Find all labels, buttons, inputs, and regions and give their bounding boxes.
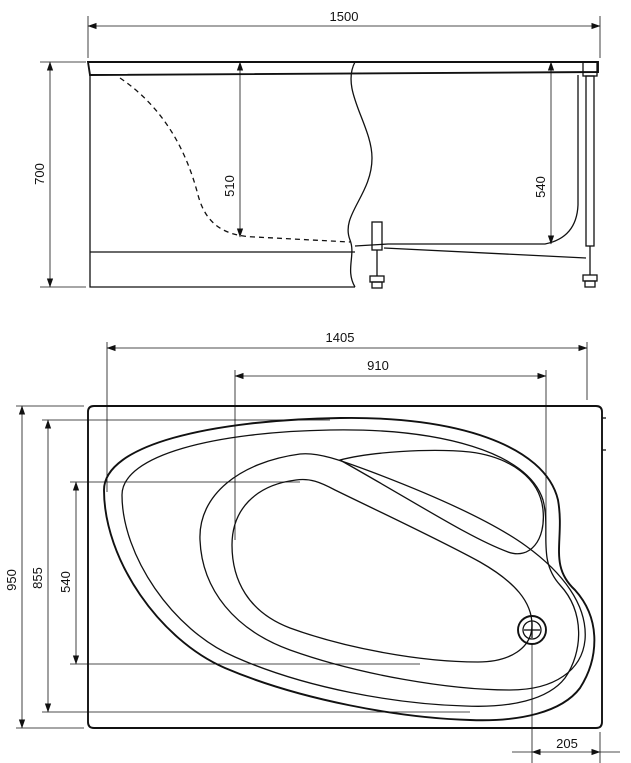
side-leg-frame-rail (383, 247, 587, 259)
side-panel-wave-edge (347, 61, 373, 288)
side-left-leg-foot (369, 275, 385, 283)
side-drain-pipe (371, 221, 383, 251)
dim-510-label: 510 (222, 175, 237, 197)
side-hidden-basin-contour (119, 77, 351, 243)
top-bowl-inner-line (231, 478, 533, 663)
top-view: 1405 910 950 855 540 205 (4, 330, 620, 763)
dim-910-label: 910 (367, 358, 389, 373)
side-view: 1500 700 510 540 (32, 9, 601, 289)
side-rim (86, 61, 599, 76)
dim-700-label: 700 (32, 163, 47, 185)
dim-540-side-label: 540 (533, 176, 548, 198)
dim-1405-label: 1405 (326, 330, 355, 345)
top-basin-ledge-contour (121, 429, 580, 707)
top-drain-inner-ring (522, 620, 542, 640)
dim-205-label: 205 (556, 736, 578, 751)
dim-1500-label: 1500 (330, 9, 359, 24)
top-bowl-outer-line (199, 453, 586, 691)
side-front-panel (89, 75, 355, 288)
side-overflow-pipe (585, 75, 595, 247)
side-right-leg-pad (584, 280, 596, 288)
dim-950-label: 950 (4, 569, 19, 591)
side-right-leg-foot (582, 274, 598, 282)
dim-855-label: 855 (30, 567, 45, 589)
side-overflow-fitting (582, 61, 598, 77)
dim-540-top-label: 540 (58, 571, 73, 593)
side-basin-wall (354, 75, 579, 247)
top-seat-crescent (338, 449, 544, 555)
side-left-leg-pad (371, 281, 383, 289)
top-outer-rim (87, 405, 603, 729)
top-basin-outer-contour (103, 417, 596, 722)
